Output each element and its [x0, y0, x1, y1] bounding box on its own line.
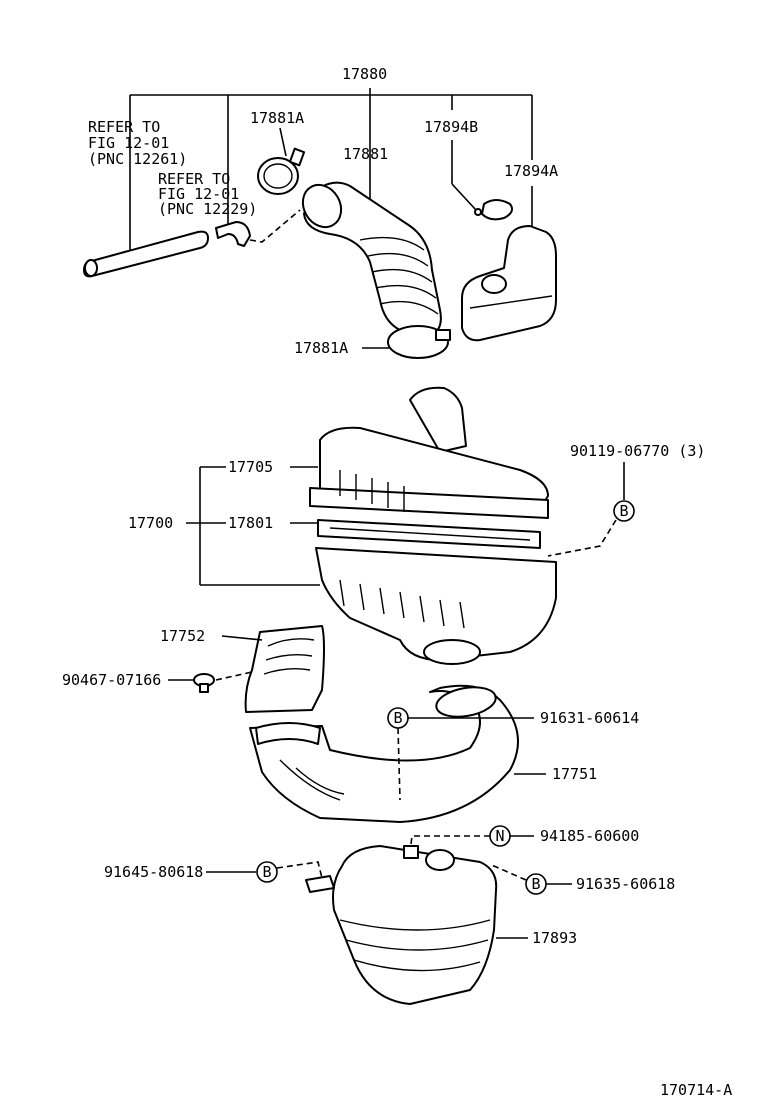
label-94185: 94185-60600	[540, 827, 639, 845]
label-17881A-bottom: 17881A	[294, 339, 348, 357]
label-91645: 91645-80618	[104, 863, 203, 881]
label-17881A-top: 17881A	[250, 109, 304, 127]
label-refer1-line1: REFER TO	[88, 118, 160, 136]
callout-b-91645: B	[262, 863, 271, 881]
leader-17700	[186, 466, 320, 586]
leader-17880	[129, 88, 533, 252]
inlet-duct-17752	[221, 625, 325, 713]
leader-91635	[475, 865, 572, 895]
label-91635: 91635-60618	[576, 875, 675, 893]
label-17705: 17705	[228, 458, 273, 476]
clip-17894B	[451, 140, 513, 221]
label-17894A: 17894A	[504, 162, 558, 180]
intake-pipe	[83, 230, 209, 278]
label-17893: 17893	[532, 929, 577, 947]
leader-91645	[206, 861, 323, 883]
callout-b-91631: B	[393, 709, 402, 727]
air-cleaner-case	[315, 547, 557, 665]
label-90467: 90467-07166	[62, 671, 161, 689]
label-17752: 17752	[160, 627, 205, 645]
clip-90467	[168, 671, 253, 693]
callout-b-90119: B	[619, 502, 628, 520]
label-refer2-line3: (PNC 12229)	[158, 200, 257, 218]
resonator-17893	[305, 845, 528, 1005]
air-filter-element	[317, 519, 541, 549]
label-17751: 17751	[552, 765, 597, 783]
label-90119: 90119-06770 (3)	[570, 442, 705, 460]
callout-b-91635: B	[531, 875, 540, 893]
air-duct-17751	[249, 684, 519, 823]
figure-id: 170714-A	[660, 1081, 732, 1099]
label-17881: 17881	[343, 145, 388, 163]
label-refer2-line2: FIG 12-01	[158, 185, 239, 203]
leader-94185	[409, 825, 534, 853]
air-cleaner-hose	[301, 181, 451, 359]
small-elbow-hose	[215, 209, 301, 247]
label-17700: 17700	[128, 514, 173, 532]
label-refer1-line2: FIG 12-01	[88, 134, 169, 152]
label-refer1-line3: (PNC 12261)	[88, 150, 187, 168]
callout-n-94185: N	[495, 827, 504, 845]
hose-clamp-top	[257, 127, 306, 195]
label-91631: 91631-60614	[540, 709, 639, 727]
air-cleaner-cap	[309, 386, 549, 519]
resonator-17894A	[461, 186, 557, 342]
label-refer2-line1: REFER TO	[158, 170, 230, 188]
label-17880: 17880	[342, 65, 387, 83]
leader-91631	[387, 707, 534, 801]
label-17894B: 17894B	[424, 118, 478, 136]
label-17801: 17801	[228, 514, 273, 532]
leader-90119	[547, 462, 635, 557]
